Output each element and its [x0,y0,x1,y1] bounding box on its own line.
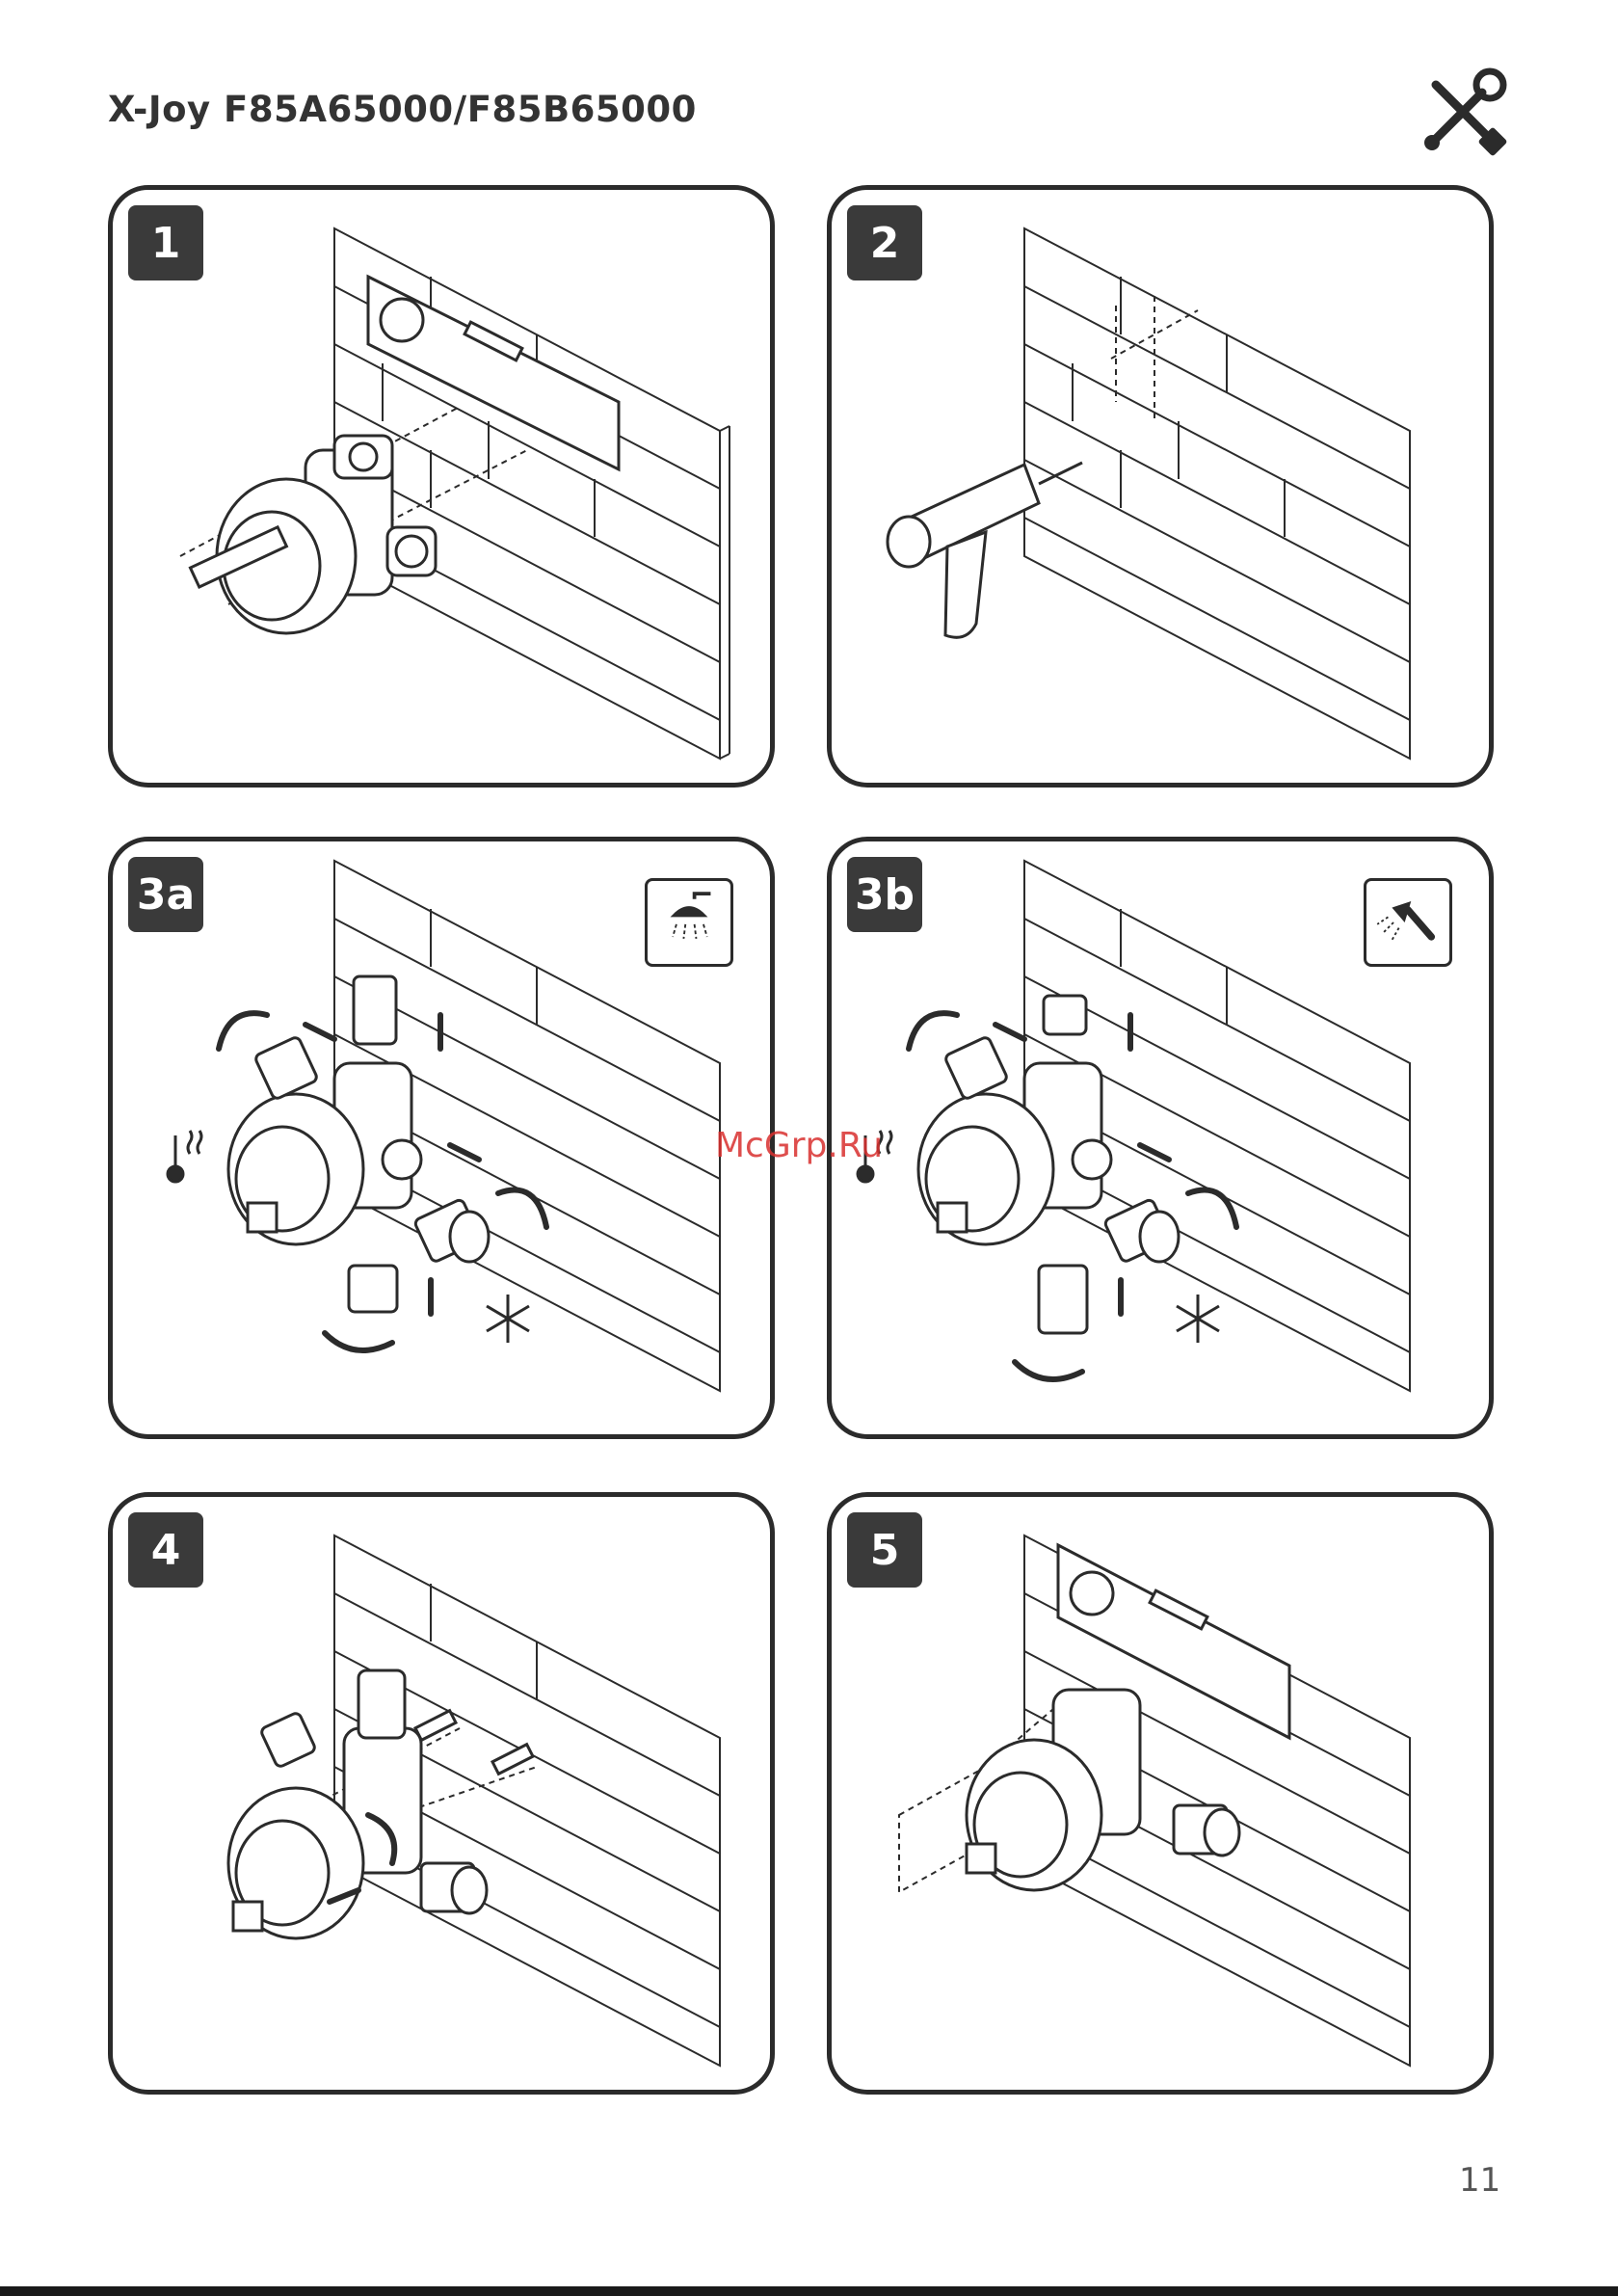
step-panel-4: 4 [108,1492,775,2095]
valve-connection-illustration-3b [832,841,1489,1434]
step-panel-2: 2 [827,185,1494,788]
wrench-screwdriver-icon [1415,64,1511,160]
step-panel-3b: 3b [827,837,1494,1439]
valve-connection-illustration-3a [113,841,770,1434]
bottom-rule [0,2286,1618,2296]
page-title: X-Joy F85A65000/F85B65000 [108,89,697,130]
step-panel-5: 5 [827,1492,1494,2095]
valve-mounting-illustration [113,1497,770,2090]
wall-level-illustration [113,190,770,783]
page-number: 11 [1459,2161,1500,2200]
snowflake-icon [487,1295,529,1343]
snowflake-icon [1177,1295,1219,1343]
watermark: McGrp.Ru [715,1126,883,1165]
step-panel-3a: 3a [108,837,775,1439]
step-panel-1: 1 [108,185,775,788]
final-level-check-illustration [832,1497,1489,2090]
drill-illustration [832,190,1489,783]
thermometer-icon [168,1131,201,1182]
